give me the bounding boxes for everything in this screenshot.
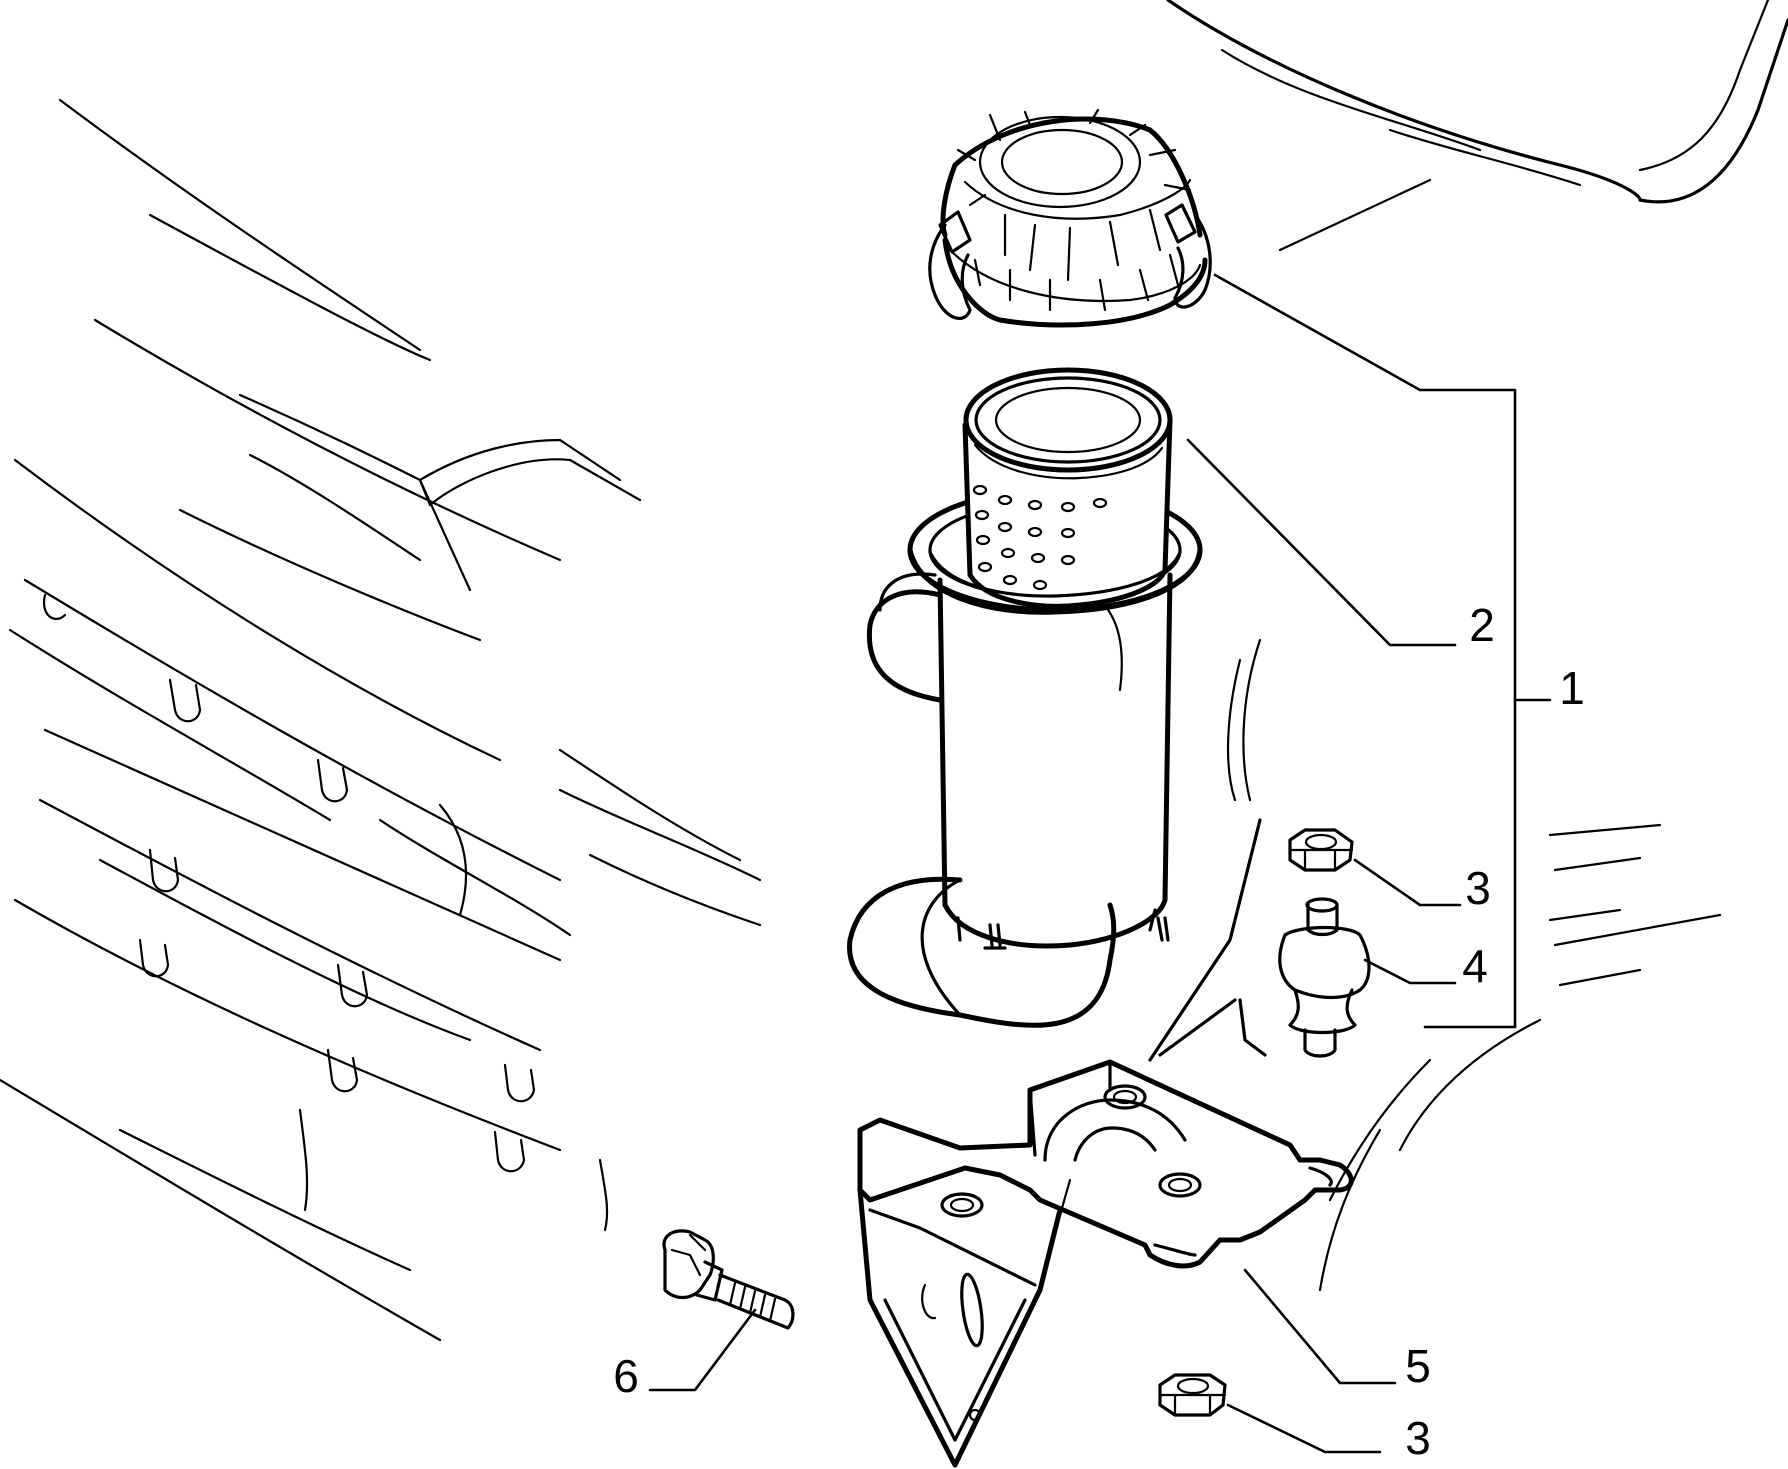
nut-upper [1288,828,1354,872]
callout-1: 1 [1559,662,1585,714]
bolt [662,1229,795,1330]
callout-3-upper: 3 [1465,862,1491,914]
callout-2: 2 [1469,599,1495,651]
grille-outline [0,98,762,1342]
nut-lower [1158,1373,1227,1417]
callout-4: 4 [1462,940,1488,992]
filter-element [907,367,1203,615]
callout-6: 6 [613,1350,639,1402]
rubber-mount [1278,897,1371,1058]
mounting-bracket [857,818,1354,1468]
hood-outline [1166,0,1788,252]
leader-lines [648,273,1552,1454]
filter-cover [928,108,1212,328]
callout-3-lower: 3 [1405,1412,1431,1464]
background-lines-right [1226,638,1722,1292]
filter-perforations [972,484,1108,591]
callout-5: 5 [1405,1340,1431,1392]
